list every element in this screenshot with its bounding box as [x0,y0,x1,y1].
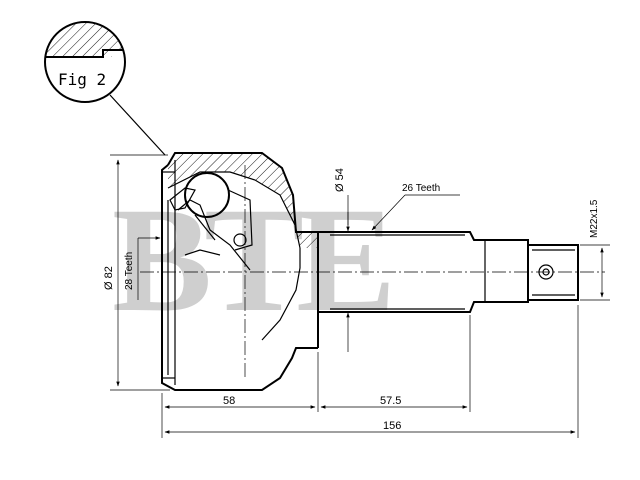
dim-inner-teeth: 28 Teeth [124,236,161,300]
total-length-label: 156 [383,420,401,432]
thread-label: M22x1.5 [589,199,600,238]
shaft-diameter-label: Ø 54 [334,168,346,192]
shaft-length-label: 57.5 [380,395,401,407]
bell-length-label: 58 [223,395,235,407]
cage-and-ball [169,172,253,256]
shaft [317,231,579,348]
dim-outer-diameter: Ø 82 [103,154,170,391]
dim-lengths: 58 57.5 156 [161,305,579,438]
dim-spline-teeth: 26 Teeth [371,183,460,231]
dim-thread: M22x1.5 [580,199,610,301]
inner-teeth-label: 28 Teeth [124,252,135,290]
detail-circle: Fig 2 [44,21,166,156]
figure-label: Fig 2 [58,70,106,89]
spline-teeth-label: 26 Teeth [402,183,440,194]
outer-diameter-label: Ø 82 [103,266,115,290]
dim-shaft-diameter: Ø 54 [334,168,350,352]
